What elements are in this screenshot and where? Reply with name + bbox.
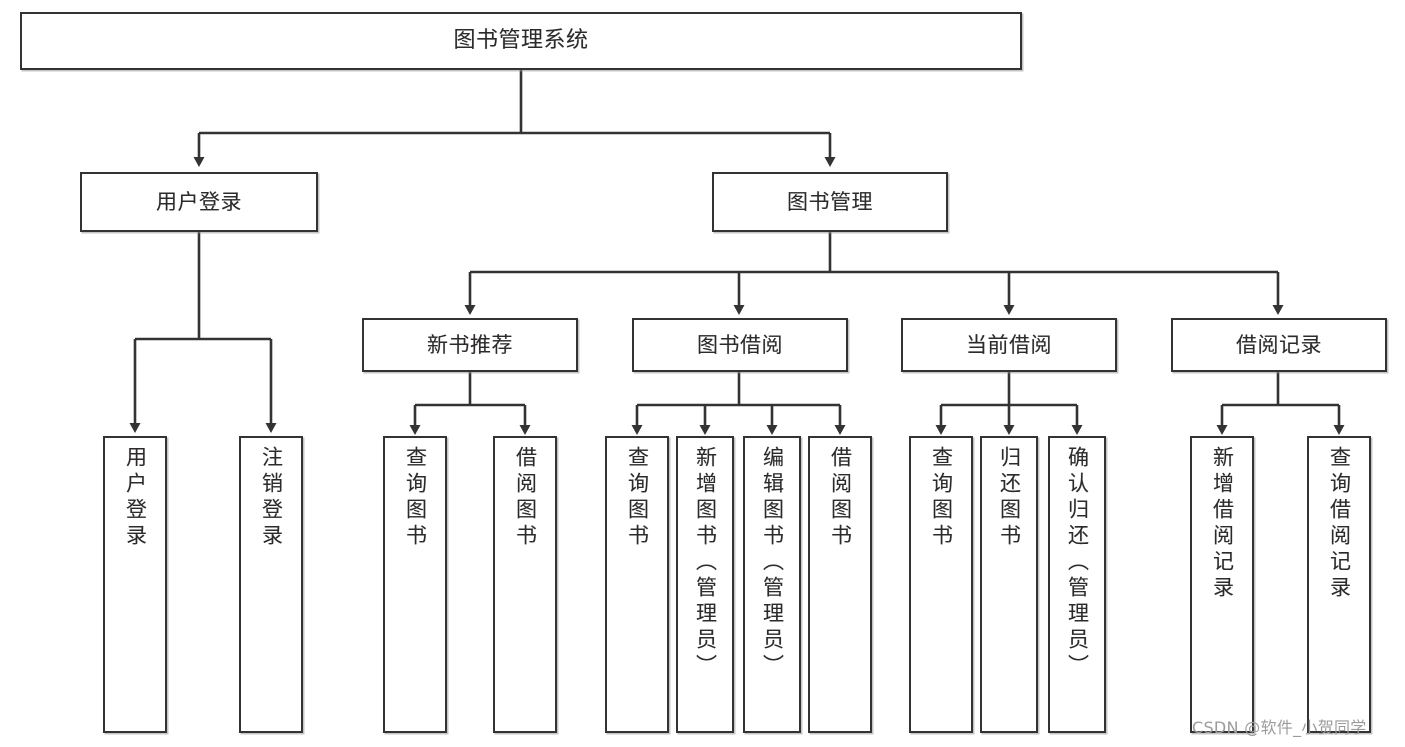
leaf-current-borrow-confirm-return-admin[interactable]: 确认归还（管理员） — [1048, 436, 1106, 733]
node-label: 用户登录 — [156, 189, 242, 214]
leaf-current-borrow-query-book[interactable]: 查询图书 — [909, 436, 973, 733]
node-label: 查询图书 — [403, 446, 428, 550]
leaf-current-borrow-return-book[interactable]: 归还图书 — [980, 436, 1038, 733]
node-label: 查询图书 — [625, 446, 650, 550]
node-label: 查询借阅记录 — [1327, 446, 1352, 602]
leaf-book-borrow-query-book[interactable]: 查询图书 — [605, 436, 669, 733]
node-label: 借阅记录 — [1236, 332, 1322, 357]
node-label: 图书管理 — [787, 189, 873, 214]
node-label: 归还图书 — [997, 446, 1022, 550]
leaf-borrow-record-add-record[interactable]: 新增借阅记录 — [1190, 436, 1254, 733]
node-root-book-management-system[interactable]: 图书管理系统 — [20, 12, 1022, 70]
leaf-user-login-login[interactable]: 用户登录 — [103, 436, 167, 733]
node-label: 确认归还（管理员） — [1065, 446, 1090, 680]
node-label: 注销登录 — [259, 446, 284, 550]
node-book-management[interactable]: 图书管理 — [712, 172, 948, 232]
node-user-login[interactable]: 用户登录 — [80, 172, 318, 232]
node-label: 借阅图书 — [513, 446, 538, 550]
node-label: 借阅图书 — [828, 446, 853, 550]
node-label: 查询图书 — [929, 446, 954, 550]
node-label: 编辑图书（管理员） — [760, 446, 785, 680]
leaf-user-login-logout[interactable]: 注销登录 — [239, 436, 303, 733]
node-label: 当前借阅 — [966, 332, 1052, 357]
leaf-new-book-borrow-book[interactable]: 借阅图书 — [493, 436, 557, 733]
leaf-book-borrow-borrow-book[interactable]: 借阅图书 — [808, 436, 872, 733]
leaf-book-borrow-edit-book-admin[interactable]: 编辑图书（管理员） — [743, 436, 801, 733]
node-book-borrow[interactable]: 图书借阅 — [632, 318, 848, 372]
leaf-book-borrow-add-book-admin[interactable]: 新增图书（管理员） — [676, 436, 734, 733]
node-label: 图书借阅 — [697, 332, 783, 357]
leaf-borrow-record-query-record[interactable]: 查询借阅记录 — [1307, 436, 1371, 733]
node-label: 新书推荐 — [427, 332, 513, 357]
node-new-book-recommend[interactable]: 新书推荐 — [362, 318, 578, 372]
node-label: 新增图书（管理员） — [693, 446, 718, 680]
watermark-text: CSDN @软件_小贺同学 — [1192, 718, 1367, 737]
node-current-borrow[interactable]: 当前借阅 — [901, 318, 1117, 372]
node-label: 用户登录 — [123, 446, 148, 550]
node-label: 新增借阅记录 — [1210, 446, 1235, 602]
node-label: 图书管理系统 — [453, 28, 589, 54]
node-borrow-record[interactable]: 借阅记录 — [1171, 318, 1387, 372]
leaf-new-book-query-book[interactable]: 查询图书 — [383, 436, 447, 733]
